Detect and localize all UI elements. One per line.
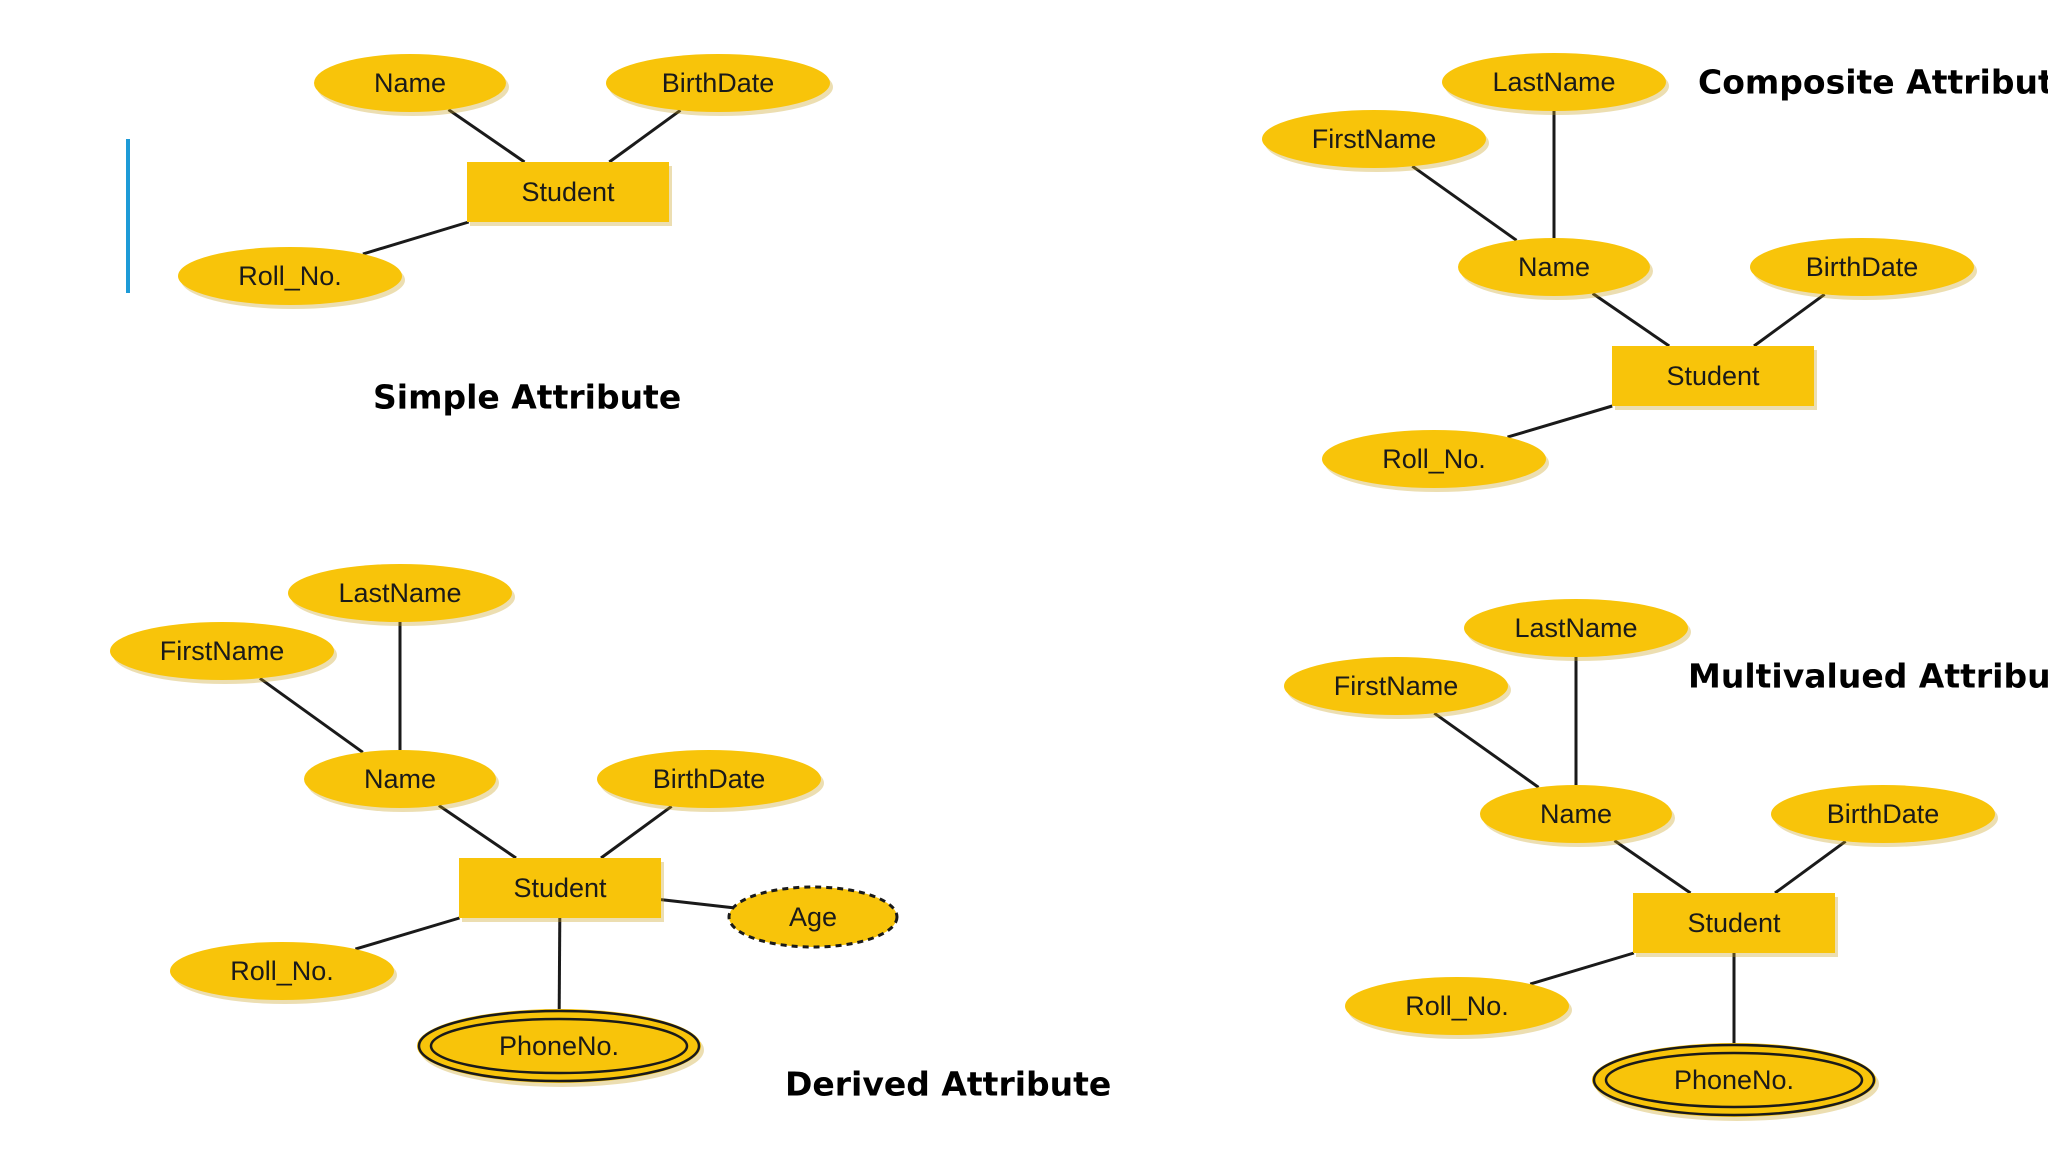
- derived-attribute-age-label: Age: [789, 902, 837, 932]
- composite-attribute-birthdate: BirthDate: [1750, 238, 1977, 300]
- derived-caption: Derived Attribute: [785, 1065, 1111, 1104]
- composite-caption: Composite Attribute: [1698, 63, 2048, 102]
- composite-attribute-rollno-label: Roll_No.: [1382, 444, 1486, 474]
- simple-entity-label: Student: [521, 177, 615, 207]
- composite-attribute-lastname: LastName: [1442, 53, 1669, 115]
- derived-edge-entity-birthdate: [600, 805, 673, 860]
- simple-attribute-birthdate-label: BirthDate: [662, 68, 775, 98]
- simple-edge-entity-name: [447, 108, 526, 164]
- simple-caption: Simple Attribute: [373, 378, 681, 417]
- multivalued-entity-label: Student: [1687, 908, 1781, 938]
- derived-attribute-age: Age: [727, 885, 899, 949]
- composite-entity-student: Student: [1612, 346, 1817, 410]
- derived-attribute-firstname: FirstName: [110, 622, 337, 684]
- accent-bar: [126, 139, 130, 293]
- composite-entity-label: Student: [1666, 361, 1760, 391]
- derived-attribute-lastname-label: LastName: [338, 578, 461, 608]
- derived-attribute-name-label: Name: [364, 764, 436, 794]
- multivalued-edge-name-firstname: [1433, 711, 1540, 789]
- derived-attribute-phoneno-label: PhoneNo.: [499, 1031, 619, 1061]
- simple-attribute-name-label: Name: [374, 68, 446, 98]
- derived-attribute-birthdate-label: BirthDate: [653, 764, 766, 794]
- multivalued-attribute-name: Name: [1480, 785, 1675, 847]
- multivalued-edge-entity-name: [1613, 839, 1692, 895]
- multivalued-entity-student: Student: [1633, 893, 1838, 957]
- composite-edge-entity-name: [1591, 292, 1671, 348]
- multivalued-attribute-phoneno-label: PhoneNo.: [1674, 1065, 1794, 1095]
- composite-attribute-firstname-label: FirstName: [1312, 124, 1437, 154]
- simple-attribute-birthdate: BirthDate: [606, 54, 833, 116]
- multivalued-caption: Multivalued Attribute: [1688, 657, 2048, 696]
- composite-attribute-name-label: Name: [1518, 252, 1590, 282]
- composite-attribute-lastname-label: LastName: [1492, 67, 1615, 97]
- simple-attribute-rollno-label: Roll_No.: [238, 261, 342, 291]
- multivalued-attribute-firstname: FirstName: [1284, 657, 1511, 719]
- multivalued-attribute-birthdate-label: BirthDate: [1827, 799, 1940, 829]
- multivalued-attribute-firstname-label: FirstName: [1334, 671, 1459, 701]
- composite-edge-name-firstname: [1411, 164, 1518, 242]
- derived-attribute-phoneno: PhoneNo.: [417, 1009, 704, 1087]
- multivalued-attribute-name-label: Name: [1540, 799, 1612, 829]
- derived-edge-entity-rollno: [354, 916, 460, 951]
- composite-edge-entity-rollno: [1507, 404, 1613, 439]
- derived-entity-student: Student: [459, 858, 664, 922]
- composite-edge-entity-birthdate: [1753, 293, 1826, 348]
- multivalued-attribute-birthdate: BirthDate: [1771, 785, 1998, 847]
- simple-attribute-rollno: Roll_No.: [178, 247, 405, 309]
- composite-attribute-firstname: FirstName: [1262, 110, 1489, 172]
- derived-edge-entity-name: [438, 804, 517, 860]
- derived-attribute-lastname: LastName: [288, 564, 515, 626]
- multivalued-edge-entity-rollno: [1529, 951, 1635, 986]
- derived-attribute-name: Name: [304, 750, 499, 812]
- derived-edge-entity-phoneno: [557, 917, 562, 1010]
- multivalued-attribute-rollno-label: Roll_No.: [1405, 991, 1509, 1021]
- derived-edge-name-firstname: [259, 677, 364, 754]
- composite-attribute-name: Name: [1458, 238, 1653, 300]
- multivalued-edge-entity-birthdate: [1774, 840, 1847, 895]
- derived-entity-label: Student: [513, 873, 607, 903]
- multivalued-attribute-rollno: Roll_No.: [1345, 977, 1572, 1039]
- multivalued-attribute-phoneno: PhoneNo.: [1592, 1043, 1879, 1121]
- derived-attribute-rollno: Roll_No.: [170, 942, 397, 1004]
- composite-attribute-birthdate-label: BirthDate: [1806, 252, 1919, 282]
- derived-attribute-firstname-label: FirstName: [160, 636, 285, 666]
- composite-attribute-rollno: Roll_No.: [1322, 430, 1549, 492]
- derived-attribute-birthdate: BirthDate: [597, 750, 824, 812]
- simple-entity-student: Student: [467, 162, 672, 226]
- simple-edge-entity-birthdate: [608, 109, 682, 164]
- multivalued-attribute-lastname-label: LastName: [1514, 613, 1637, 643]
- simple-attribute-name: Name: [314, 54, 509, 116]
- simple-edge-entity-rollno: [362, 220, 470, 256]
- derived-edge-entity-age: [660, 898, 734, 910]
- derived-attribute-rollno-label: Roll_No.: [230, 956, 334, 986]
- multivalued-attribute-lastname: LastName: [1464, 599, 1691, 661]
